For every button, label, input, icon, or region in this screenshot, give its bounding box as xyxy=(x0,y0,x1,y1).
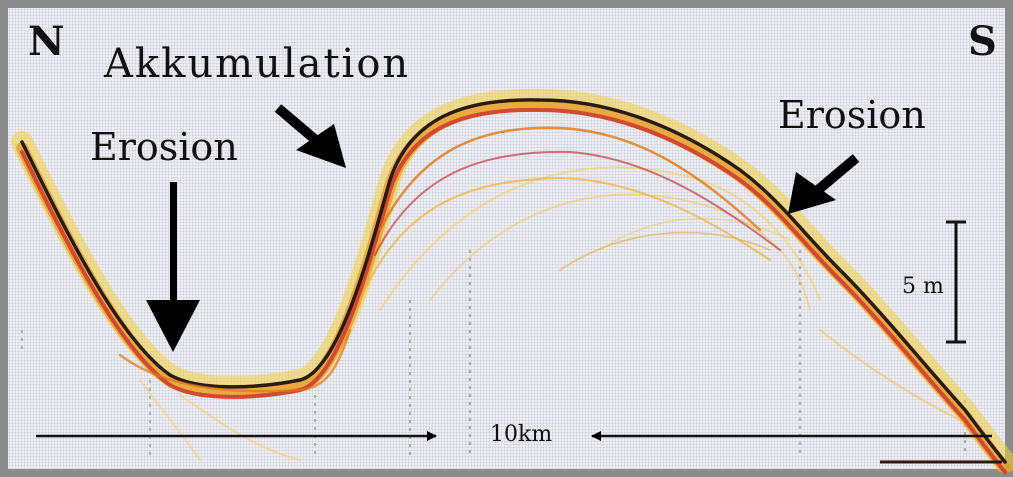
big-arrows xyxy=(146,104,860,352)
horizontal-scale-label: 10km xyxy=(490,422,553,447)
erosion-right-arrow-shaft xyxy=(814,154,860,194)
akkumulation-arrow-shaft xyxy=(274,104,322,146)
accumulation-label: Akkumulation xyxy=(104,41,411,87)
erosion-right-label: Erosion xyxy=(778,93,926,137)
erosion-left-arrow-shaft xyxy=(170,182,177,302)
south-label: S xyxy=(968,18,997,65)
erosion-left-label: Erosion xyxy=(90,125,238,169)
akkumulation-arrowhead xyxy=(296,124,346,168)
seismic-profile-panel xyxy=(8,8,1005,469)
deep-reflectors xyxy=(139,166,961,461)
vertical-scale-bar xyxy=(946,220,966,344)
erosion-left-arrowhead xyxy=(146,300,200,352)
vertical-scale-label: 5 m xyxy=(902,274,944,299)
north-label: N xyxy=(28,18,65,65)
reflector-bands xyxy=(11,88,1013,474)
erosion-right-arrowhead xyxy=(788,172,836,214)
